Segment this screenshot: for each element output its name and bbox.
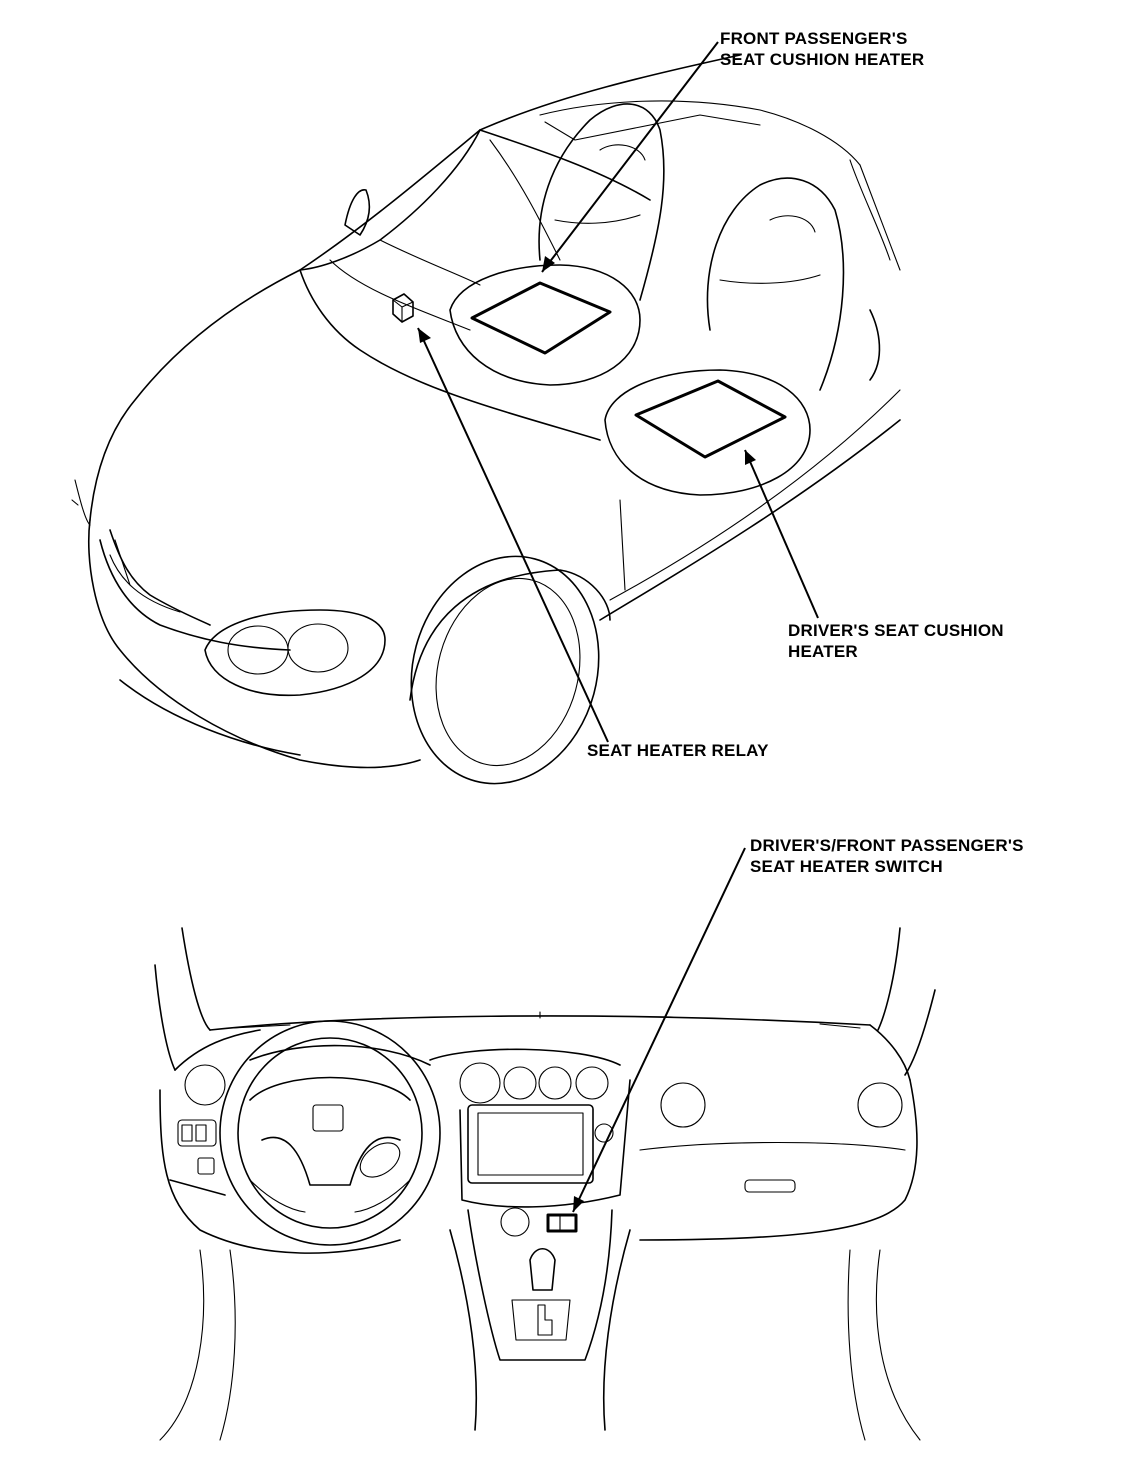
label-line: SEAT HEATER SWITCH xyxy=(750,857,943,876)
label-seat-heater-switch: DRIVER'S/FRONT PASSENGER'S SEAT HEATER S… xyxy=(750,835,1024,877)
callout-arrows-bottom xyxy=(572,847,746,1213)
label-line: DRIVER'S/FRONT PASSENGER'S xyxy=(750,836,1024,855)
label-seat-heater-relay: SEAT HEATER RELAY xyxy=(587,740,769,761)
label-line: FRONT PASSENGER'S xyxy=(720,29,908,48)
label-line: DRIVER'S SEAT CUSHION xyxy=(788,621,1004,640)
label-line: SEAT CUSHION HEATER xyxy=(720,50,925,69)
label-line: HEATER xyxy=(788,642,858,661)
car-illustration xyxy=(71,54,901,785)
callout-arrows-top xyxy=(417,41,819,743)
label-drivers-seat-cushion-heater: DRIVER'S SEAT CUSHION HEATER xyxy=(788,620,1004,662)
label-line: SEAT HEATER RELAY xyxy=(587,741,769,760)
label-front-passenger-seat-cushion-heater: FRONT PASSENGER'S SEAT CUSHION HEATER xyxy=(720,28,924,70)
dashboard-illustration xyxy=(154,927,936,1441)
